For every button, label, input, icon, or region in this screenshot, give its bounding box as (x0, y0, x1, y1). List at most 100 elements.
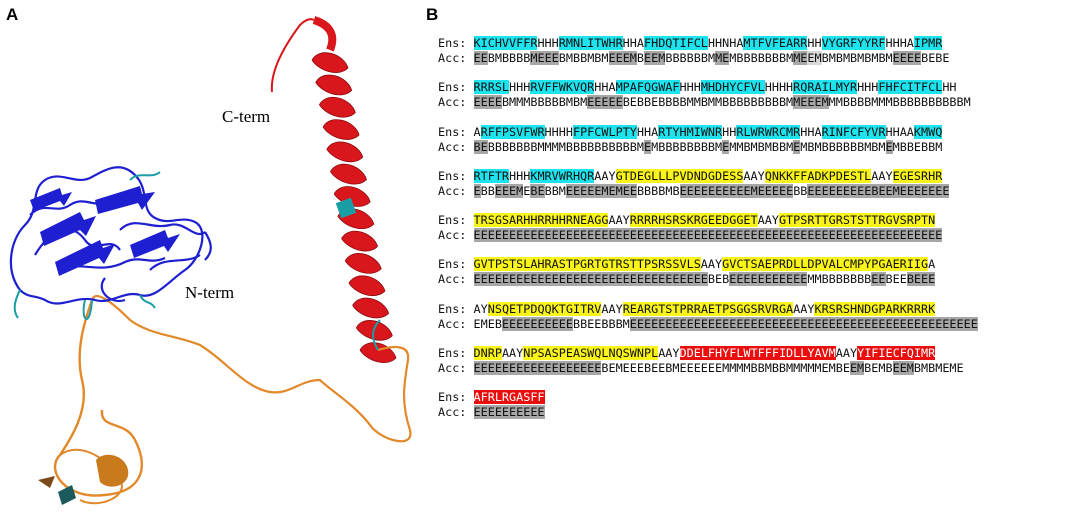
alpha-helix (311, 16, 397, 363)
ens-row: Ens: RRRSLHHHRVFFWKVQRHHAMPAFQGWAFHHHMHD… (438, 80, 978, 95)
sequence-segment: RVFFWKVQR (530, 80, 595, 95)
acc-row: Acc: EMEBEEEEEEEEEEBBEEBBBMEEEEEEEEEEEEE… (438, 316, 978, 332)
accessibility-segment: EEEEE (587, 95, 623, 110)
ens-row: Ens: GVTPSTSLAHRASTPGRTGTRSTTPSRSSVLSAAY… (438, 257, 978, 272)
sequence-segment: GTDEGLLLPVDNDGDESS (615, 168, 744, 183)
accessibility-segment: EEEEEEEEEEEEEEEEEEEEEEEEEEEEEEEEE (473, 272, 708, 287)
helix-coil (311, 52, 349, 73)
accessibility-segment: E (473, 183, 481, 198)
ens-row-label: Ens: (438, 346, 474, 361)
acc-row-label: Acc: (438, 139, 474, 154)
ens-row: Ens: ARFFPSVFWRHHHHFPFCWLPTYHHARTYHMIWNR… (438, 124, 978, 140)
acc-row-label: Acc: (438, 228, 474, 243)
alignment-block: Ens: RRRSLHHHRVFFWKVQRHHAMPAFQGWAFHHHMHD… (438, 80, 978, 110)
accessibility-segment: BEBBEBBBBM (622, 95, 694, 110)
accessibility-segment: EEEEEEEEEEEEEEEEEEEEEEEEEEEEEEEEEEEEEEEE… (473, 228, 943, 243)
panel-a-letter: A (6, 5, 19, 24)
acc-row: Acc: EEEEEEEEEEEEEEEEEEEEEEEEEEEEEEEEEEE… (438, 228, 978, 243)
accessibility-segment: BEBE (921, 51, 950, 65)
sequence-segment: AAY (757, 213, 779, 228)
acc-row: Acc: EBBEEEMEBEBBMEEEEEMEMEEBBBBMBEEEEEE… (438, 183, 978, 199)
sequence-segment: HHH (679, 80, 701, 95)
sequence-segment: VYGRFYYRF (821, 36, 886, 50)
accessibility-segment: EEM (892, 361, 914, 376)
acc-row: Acc: EEEEEEEEEEEEEEEEEEBEMEEEBEEBMEEEEEE… (438, 361, 978, 376)
sequence-segment: HH (807, 36, 822, 50)
accessibility-segment: BMBMEME (913, 361, 964, 376)
helix-coil (348, 275, 386, 296)
ens-row-label: Ens: (438, 301, 474, 316)
accessibility-segment: EEEEEEEEEEMEEEEE (679, 183, 794, 198)
acc-row: Acc: EEEEEEEEEEEEEEEEEEEEEEEEEEEEEEEEEBE… (438, 272, 978, 287)
helix-coil (341, 230, 378, 252)
sequence-segment: HHH (857, 80, 879, 95)
sequence-segment: HHA (594, 80, 616, 95)
sequence-segment: HHNHA (707, 36, 744, 50)
accessibility-segment: EEEEEEEEEEEEEEEEEEEEEEEEEEEEEEEEEEEEEEEE… (629, 316, 978, 331)
accessibility-segment: EEM (644, 51, 666, 65)
helix-coil (326, 141, 364, 163)
acc-row: Acc: EEEEBMMMBBBBBMBMEEEEEBEBBEBBBBMMBMM… (438, 95, 978, 110)
sequence-segment: GVCTSAEPRDLLDPVALCMPYPGAERIIG (722, 257, 929, 272)
n-term-label: N-term (185, 283, 235, 302)
acc-row-label: Acc: (438, 316, 474, 331)
accessibility-segment: EEEEEEEEEEE (729, 272, 808, 287)
sequence-segment: AAY (871, 168, 893, 183)
ens-row-label: Ens: (438, 80, 474, 95)
helix-turn-segment (335, 197, 357, 219)
accessibility-segment: ME (715, 51, 730, 65)
helix-coil (315, 74, 353, 96)
sequence-segment: RLWRWRCMR (736, 124, 801, 139)
sequence-segment: HHH (509, 168, 531, 183)
sequence-segment: AAY (658, 346, 680, 361)
sequence-segment: MPAFQGWAF (615, 80, 680, 95)
acc-row: Acc: EEEEEEEEEE (438, 405, 978, 420)
sequence-segment: IPMR (913, 36, 943, 50)
accessibility-segment: EE (871, 272, 886, 287)
acc-row-label: Acc: (438, 95, 474, 110)
sequence-segment: EGESRHR (892, 168, 943, 183)
sequence-segment: AFRLRGASFF (473, 390, 545, 405)
accessibility-segment: E (885, 139, 893, 154)
ens-row: Ens: AYNSQETPDQQKTGITRVAAYREARGTSTPRRAET… (438, 301, 978, 317)
sequence-segment: AAY (608, 213, 630, 228)
sequence-segment: HH (722, 124, 737, 139)
ens-row: Ens: KICHVVFFRHHHRMNLITWHRHHAFHDQTIFCLHH… (438, 36, 978, 51)
sequence-segment: NPSASPEASWQLNQSWNPL (523, 346, 659, 361)
sequence-segment: YIFIECFQIMR (857, 346, 936, 361)
sequence-segment: RTYHMIWNR (658, 124, 723, 139)
helix-coil (352, 297, 390, 319)
ens-row-label: Ens: (438, 390, 474, 405)
accessibility-segment: EEEE (892, 51, 922, 65)
sequence-segment: FHFCITFCL (878, 80, 943, 95)
accessibility-segment: E (793, 139, 801, 154)
alignment-block: Ens: KICHVVFFRHHHRMNLITWHRHHAFHDQTIFCLHH… (438, 36, 978, 66)
accessibility-segment: EEEEEEEEEE (473, 405, 545, 420)
accessibility-segment: MBBBBBBBM (729, 51, 794, 65)
sequence-segment: RMNLITWHR (558, 36, 623, 50)
panel-b: B Ens: KICHVVFFRHHHRMNLITWHRHHAFHDQTIFCL… (426, 0, 1084, 517)
sequence-segment: KICHVVFFR (473, 36, 538, 50)
accessibility-segment: BEE (885, 272, 907, 287)
sequence-segment: AAY (501, 346, 524, 361)
accessibility-segment: MBBEBBM (892, 139, 943, 154)
sequence-segment: NSQETPDQQKTGITRV (487, 301, 602, 316)
acc-row-label: Acc: (438, 405, 474, 420)
accessibility-segment: BB (793, 183, 808, 198)
accessibility-segment: EEEEEEEEEBEEMEEEEEEE (807, 183, 950, 198)
acc-row-label: Acc: (438, 272, 474, 287)
accessibility-segment: BMBBBB (487, 51, 531, 65)
sequence-alignment: Ens: KICHVVFFRHHHRMNLITWHRHHAFHDQTIFCLHH… (438, 36, 978, 435)
accessibility-segment: EEEM (494, 183, 524, 198)
accessibility-segment: BBM (544, 183, 566, 198)
sequence-segment: MTFVFEARR (743, 36, 808, 50)
accessibility-segment: MMBBBBBBB (807, 272, 872, 287)
ens-row-label: Ens: (438, 257, 474, 272)
accessibility-segment: BEB (707, 272, 730, 287)
sequence-segment: DDELFHYFLWTFFFIDLLYAVM (679, 346, 836, 361)
panel-b-letter: B (426, 5, 439, 24)
sequence-segment: AAY (700, 257, 723, 272)
helix-coil (322, 119, 360, 140)
accessibility-segment: MMBBBBMMMBBBBBBBBBBM (828, 95, 971, 110)
